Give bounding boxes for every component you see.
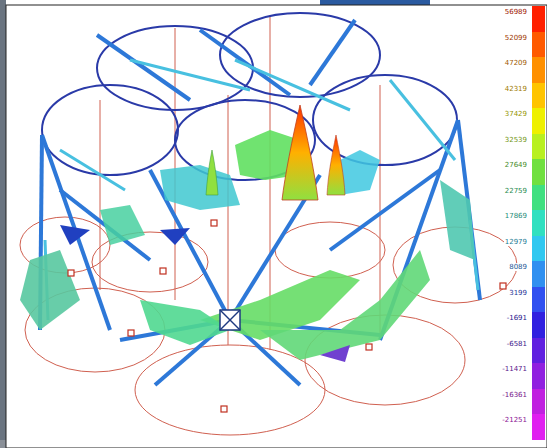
legend-swatch xyxy=(532,389,545,415)
legend-value: 8089 xyxy=(508,263,528,271)
plot-panel xyxy=(6,5,547,448)
legend-swatch xyxy=(532,210,545,236)
legend-swatch xyxy=(532,287,545,313)
photo-edge xyxy=(0,0,6,448)
legend-swatch xyxy=(532,83,545,109)
legend-value: -1691 xyxy=(506,314,528,322)
legend-swatch xyxy=(532,134,545,160)
legend-value: 42319 xyxy=(504,85,528,93)
legend-value: 32539 xyxy=(504,136,528,144)
legend-value: 22759 xyxy=(504,187,528,195)
legend-value: 3199 xyxy=(508,289,528,297)
base-floats xyxy=(20,217,517,435)
stress-ribbons xyxy=(20,130,475,362)
legend-value: 37429 xyxy=(504,110,528,118)
legend-value: 27649 xyxy=(504,161,528,169)
support-markers xyxy=(68,220,506,412)
center-joint xyxy=(220,310,240,330)
legend-swatch xyxy=(532,159,545,185)
legend-swatch xyxy=(532,414,545,440)
legend-swatch xyxy=(532,261,545,287)
top-rings xyxy=(42,13,457,180)
photo-edge xyxy=(320,0,430,5)
legend-value: -6581 xyxy=(506,340,528,348)
legend-swatch xyxy=(532,108,545,134)
legend-value: 47209 xyxy=(504,59,528,67)
legend-value: 12979 xyxy=(504,238,528,246)
legend-swatch xyxy=(532,57,545,83)
legend-swatch xyxy=(532,236,545,262)
legend-value: -21251 xyxy=(501,416,528,424)
legend-value: -16361 xyxy=(501,391,528,399)
legend-swatch xyxy=(532,32,545,58)
legend-value: 52099 xyxy=(504,34,528,42)
legend-value: -11471 xyxy=(501,365,528,373)
legend-swatch xyxy=(532,363,545,389)
legend-swatch xyxy=(532,312,545,338)
legend-value: 56989 xyxy=(504,8,528,16)
legend-swatch xyxy=(532,338,545,364)
legend-swatch xyxy=(532,185,545,211)
stress-peaks xyxy=(206,105,345,200)
legend-value: 17869 xyxy=(504,212,528,220)
legend-swatch xyxy=(532,6,545,32)
bracing xyxy=(40,20,480,385)
